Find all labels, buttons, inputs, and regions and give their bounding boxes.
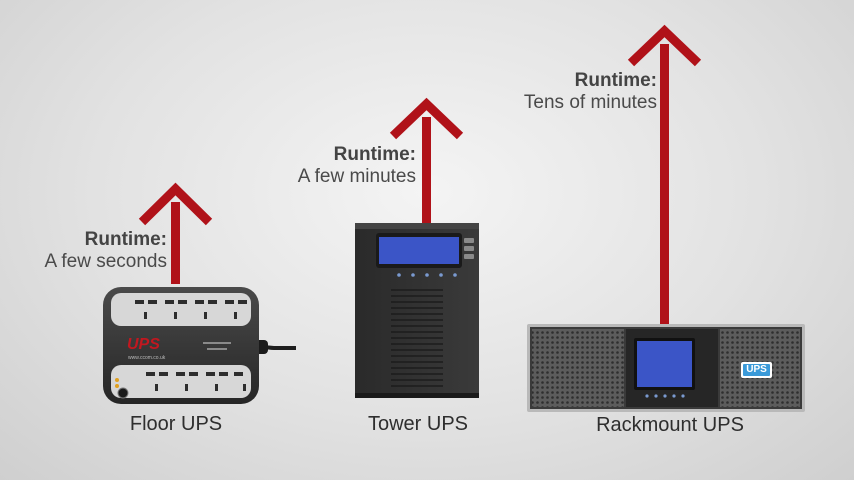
runtime-arrow-floor [138, 182, 213, 284]
rackmount-ups-device [527, 324, 805, 412]
tower-runtime-label: Runtime: [333, 144, 416, 165]
rackmount-runtime-label: Runtime: [574, 70, 657, 91]
floor-runtime-value: A few seconds [44, 251, 167, 272]
tower-lcd-screen [379, 237, 459, 264]
rack-left-grille [532, 329, 624, 407]
floor-ups-brand-logo: UPS [127, 336, 160, 353]
tower-runtime-value: A few minutes [297, 166, 416, 187]
tower-ups-caption: Tower UPS [367, 413, 469, 435]
tower-ups-device [355, 223, 479, 398]
rack-lcd-screen [637, 341, 692, 387]
runtime-arrow-tower [389, 97, 464, 225]
floor-ups-device [103, 287, 296, 404]
rackmount-runtime-value: Tens of minutes [523, 92, 657, 113]
runtime-arrow-rackmount [627, 24, 702, 332]
floor-runtime-label: Runtime: [84, 229, 167, 250]
floor-ups-caption: Floor UPS [129, 413, 223, 435]
floor-ups-fine-print: www.ccom.co.uk [128, 355, 166, 361]
rackmount-ups-caption: Rackmount UPS [596, 414, 744, 436]
rack-badge-text: UPS [746, 364, 767, 375]
